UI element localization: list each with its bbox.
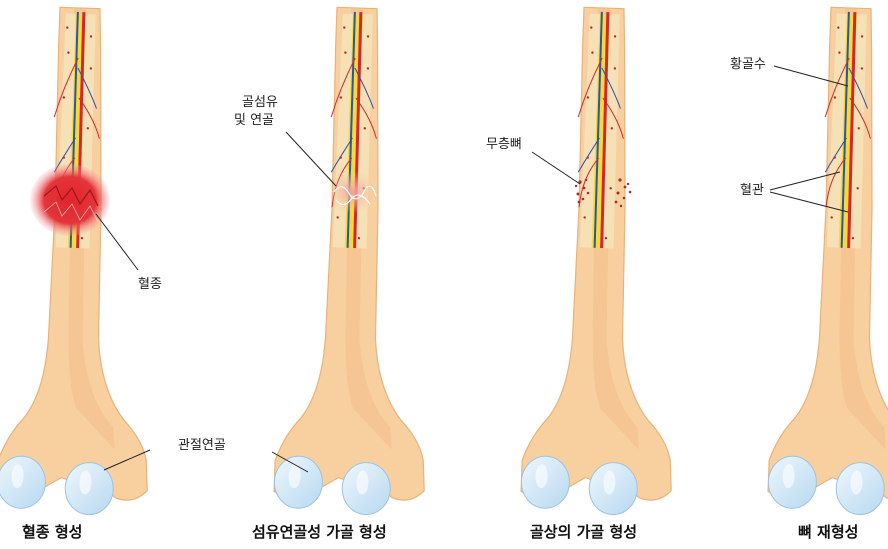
- label-fibrocartilage-line2: 및 연골: [234, 113, 274, 128]
- bone-stage-4: [767, 6, 888, 517]
- bone-stage-3: [520, 6, 688, 517]
- label-spongy-bone: 무층뼈: [486, 137, 522, 152]
- caption-stage-1: 혈종 형성: [22, 523, 82, 541]
- label-articular-cartilage: 관절연골: [178, 438, 226, 453]
- caption-stage-2: 섬유연골성 가골 형성: [252, 523, 387, 541]
- bone-stage-2: [273, 6, 441, 517]
- leader-spongy-bone: [532, 152, 580, 184]
- leader-fibrocartilage: [286, 132, 336, 186]
- hematoma-blob: [30, 164, 110, 236]
- leader-hematoma: [96, 214, 138, 270]
- callus-soft: [326, 170, 378, 214]
- bone-stage-1: [0, 6, 164, 517]
- label-hematoma: 혈종: [138, 277, 162, 292]
- label-haversian-canal: 황골수: [730, 57, 766, 72]
- caption-stage-4: 뼈 재형성: [798, 523, 858, 541]
- label-blood-vessel: 혈관: [740, 183, 764, 198]
- caption-stage-3: 골상의 가골 형성: [530, 523, 637, 541]
- label-fibrocartilage-line1: 골섬유: [242, 95, 278, 110]
